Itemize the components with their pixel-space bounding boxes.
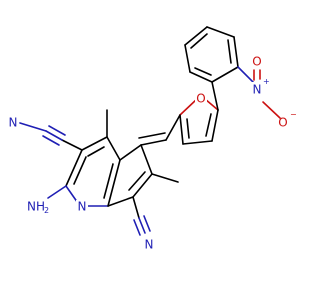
- bond-c6-methyl: [151, 173, 179, 183]
- bond-c5-ch-double: [138, 132, 166, 139]
- bond-c7-c7a: [107, 196, 134, 207]
- bond-cn-top-triple-c: [42, 135, 60, 146]
- amine-nh-label: NH: [27, 200, 45, 214]
- bond-ph-c3-c4: [206, 26, 235, 38]
- ring-n-label: N: [78, 200, 87, 214]
- bond-cn-top-triple-a: [45, 130, 63, 141]
- bond-ch-furan-c2: [165, 114, 181, 141]
- bond-furan-phenyl: [211, 81, 219, 111]
- nitro-o-right-charge: −: [290, 110, 297, 119]
- bond-furan-c3-c2: [179, 114, 184, 145]
- nitrile-n-top-label: N: [9, 116, 18, 130]
- bond-ph-c6-c1: [189, 71, 213, 83]
- bond-ph-c6-c1-double: [194, 67, 212, 76]
- bond-cn-bottom-triple-b: [143, 215, 151, 232]
- bond-c2-c3-double: [73, 156, 87, 185]
- molecule-structure-diagram: N NH 2 N N O N + O O −: [6, 26, 297, 252]
- bond-furan-c5-c4: [211, 109, 219, 142]
- bond-c4-c4a: [106, 136, 121, 161]
- bond-c2-nh2: [47, 185, 67, 199]
- bond-ph-c2-c3: [233, 36, 239, 68]
- bond-furan-c2-o: [179, 98, 198, 116]
- bond-furan-c5-c4-double: [205, 113, 212, 137]
- bond-cn-top-triple-b: [48, 125, 66, 136]
- bond-furan-o-c5: [204, 98, 219, 111]
- bond-nitro-o-right: [262, 101, 281, 119]
- bond-furan-c3-c2-double: [186, 118, 190, 139]
- label-bg: [6, 115, 20, 131]
- atom-labels-layer: N NH 2 N N O N + O O −: [6, 55, 297, 252]
- bond-c5-ch: [140, 139, 167, 146]
- bond-c6-c7: [132, 173, 153, 198]
- nitro-o-top-label: O: [252, 55, 261, 69]
- nitro-n-label: N: [253, 83, 262, 97]
- nitro-o-right-label: O: [278, 116, 287, 130]
- bond-c4a-c7a-double: [103, 163, 114, 199]
- bond-cn-bottom-triple-a: [138, 217, 146, 234]
- amine-subscript-2: 2: [44, 206, 49, 215]
- bonds-layer: [42, 26, 281, 236]
- bond-ph-c1-c2: [211, 66, 239, 83]
- furan-o-label: O: [196, 92, 205, 106]
- bond-c3-c4-double: [87, 146, 105, 157]
- bond-c7-cn-bottom: [132, 196, 140, 219]
- bond-c6-c7-double: [128, 171, 146, 191]
- bond-c2-c3: [65, 149, 83, 187]
- label-bg: [195, 92, 207, 106]
- bond-c4a-c7a: [107, 159, 121, 207]
- nitro-n-charge: +: [263, 77, 270, 86]
- bond-c3-cn-top: [61, 139, 83, 151]
- bond-ph-c2-c3-double: [227, 39, 232, 64]
- label-bg: [250, 82, 264, 98]
- label-bg: [76, 200, 88, 214]
- bond-ph-c4-c5: [184, 26, 208, 46]
- bond-c4a-c5: [119, 144, 142, 161]
- bond-furan-c4-c3: [182, 140, 213, 145]
- bond-c5-c6: [140, 144, 153, 175]
- nitrile-n-bottom-label: N: [145, 238, 154, 252]
- bond-ph-c5-c6: [184, 44, 191, 73]
- bond-c3-c4: [81, 136, 108, 151]
- bond-cn-bottom-triple-c: [133, 219, 141, 236]
- bond-cn-top-end: [19, 122, 47, 132]
- bond-ph-c4-c5-double: [190, 33, 208, 49]
